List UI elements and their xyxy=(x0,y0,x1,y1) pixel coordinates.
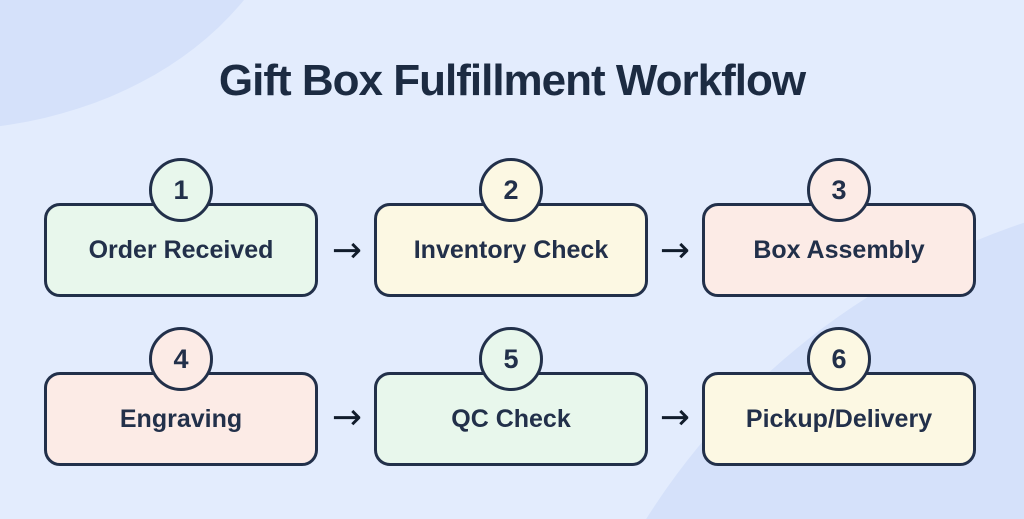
step-label: Pickup/Delivery xyxy=(745,404,933,433)
step-number: 1 xyxy=(173,174,189,205)
step-number: 4 xyxy=(173,343,189,374)
step-label: QC Check xyxy=(451,404,571,433)
arrow-right-icon: → xyxy=(659,230,691,271)
step-engraving: Engraving 4 xyxy=(44,327,318,466)
step-number-badge: 4 xyxy=(149,327,213,391)
step-number-badge: 5 xyxy=(479,327,543,391)
step-label: Inventory Check xyxy=(413,235,609,264)
arrow-right-icon: → xyxy=(659,397,691,438)
step-number-badge: 6 xyxy=(807,327,871,391)
step-label: Engraving xyxy=(119,404,243,433)
step-label: Order Received xyxy=(88,235,274,264)
step-number: 5 xyxy=(503,343,519,374)
step-inventory-check: Inventory Check 2 xyxy=(374,158,648,297)
step-number-badge: 2 xyxy=(479,158,543,222)
step-number-badge: 1 xyxy=(149,158,213,222)
step-box: Order Received xyxy=(44,203,318,297)
page-title: Gift Box Fulfillment Workflow xyxy=(218,56,806,105)
step-number: 6 xyxy=(831,343,847,374)
step-qc-check: QC Check 5 xyxy=(374,327,648,466)
step-pickup-delivery: Pickup/Delivery 6 xyxy=(702,327,976,466)
step-order-received: Order Received 1 xyxy=(44,158,318,297)
step-box-assembly: Box Assembly 3 xyxy=(702,158,976,297)
step-number: 3 xyxy=(831,174,847,205)
arrow-right-icon: → xyxy=(331,397,363,438)
arrow-right-icon: → xyxy=(331,230,363,271)
step-number-badge: 3 xyxy=(807,158,871,222)
step-number: 2 xyxy=(503,174,519,205)
step-label: Box Assembly xyxy=(753,235,925,264)
